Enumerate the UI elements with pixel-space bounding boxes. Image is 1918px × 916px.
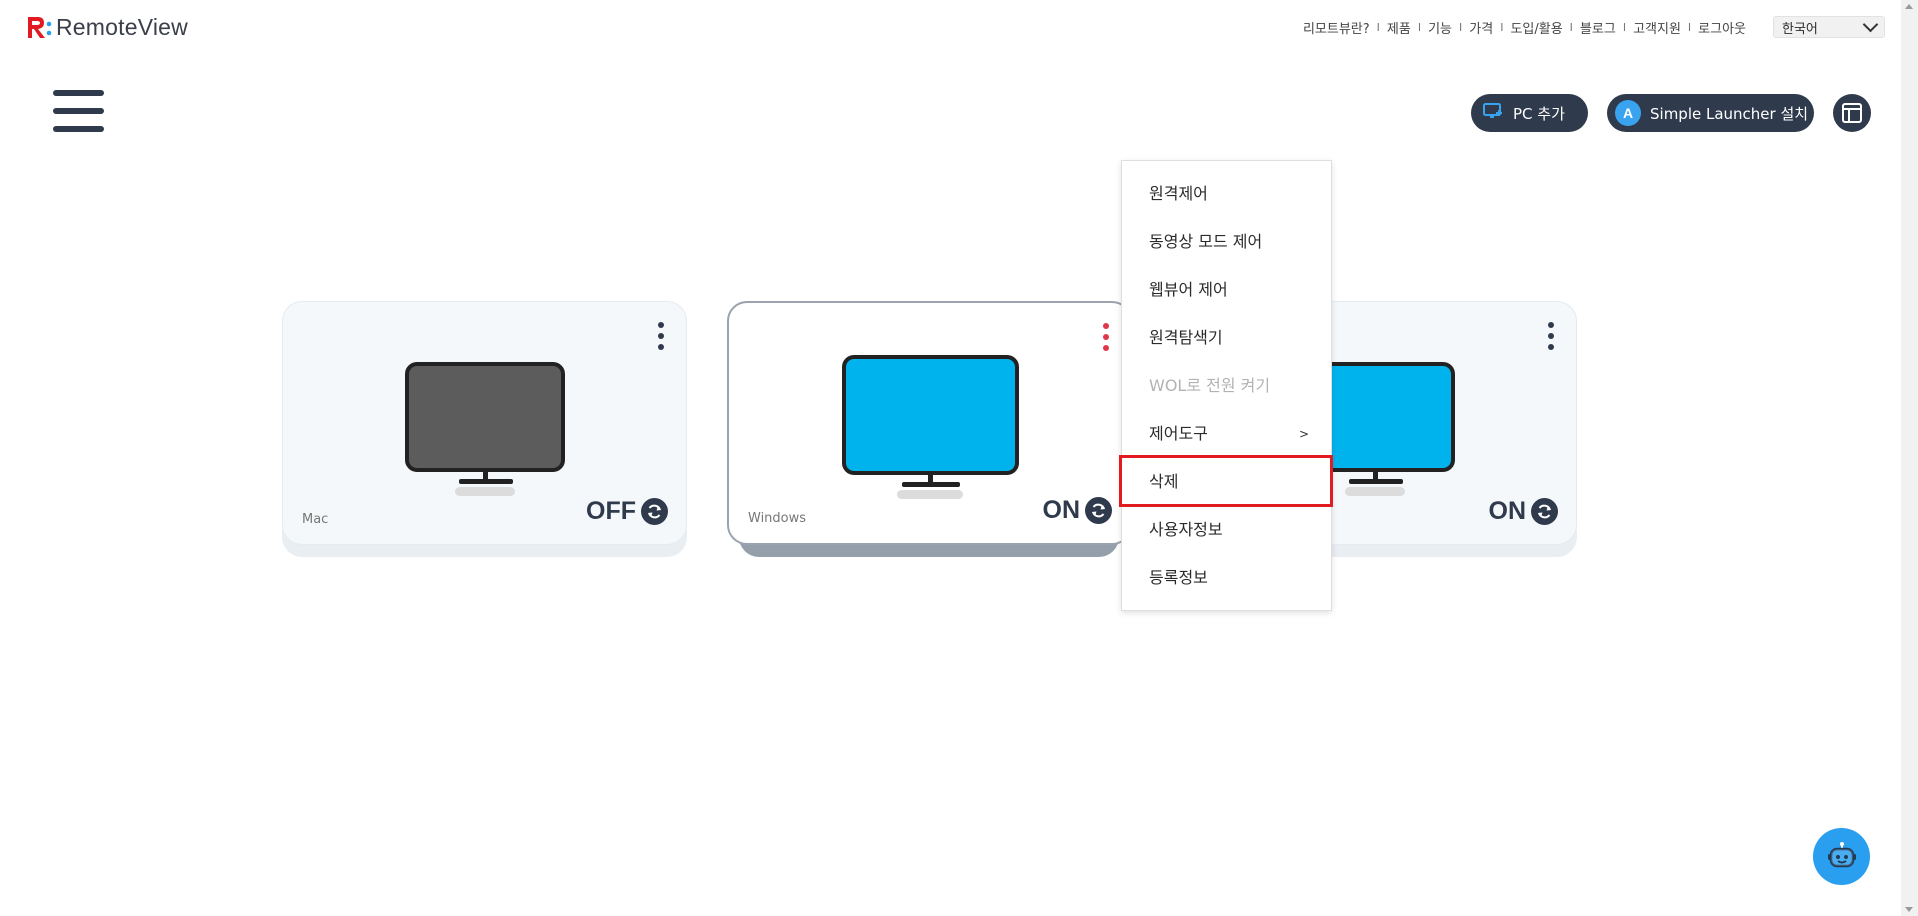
brand-name: RemoteView xyxy=(56,13,188,40)
launcher-badge-icon: A xyxy=(1615,100,1641,126)
os-label: Mac xyxy=(302,512,329,527)
status-indicator: ON xyxy=(1488,497,1558,526)
status-text: ON xyxy=(1488,497,1527,525)
menu-item-remote-control[interactable]: 원격제어 xyxy=(1149,184,1208,203)
nav-separator: I xyxy=(1687,21,1692,34)
language-select[interactable]: 한국어 xyxy=(1773,16,1885,38)
hamburger-menu-icon[interactable] xyxy=(53,90,104,132)
menu-item-control-tools[interactable]: 제어도구 xyxy=(1149,424,1208,443)
nav-support[interactable]: 고객지원 xyxy=(1633,22,1681,37)
status-text: ON xyxy=(1042,496,1081,524)
menu-item-webviewer-control[interactable]: 웹뷰어 제어 xyxy=(1149,280,1228,299)
nav-separator: I xyxy=(1622,21,1627,34)
menu-item-remote-explorer[interactable]: 원격탐색기 xyxy=(1149,328,1223,347)
menu-item-registration-info[interactable]: 등록정보 xyxy=(1149,568,1208,587)
menu-item-wol-power-on: WOL로 전원 켜기 xyxy=(1149,376,1271,395)
simple-launcher-label: Simple Launcher 설치 xyxy=(1650,104,1809,123)
kebab-vertical-icon[interactable] xyxy=(1103,323,1109,356)
status-indicator: OFF xyxy=(586,497,668,526)
kebab-vertical-icon[interactable] xyxy=(658,322,664,355)
nav-products[interactable]: 제품 xyxy=(1386,22,1411,37)
nav-separator: I xyxy=(1569,21,1573,34)
submenu-arrow-icon: > xyxy=(1298,427,1309,441)
menu-item-user-info[interactable]: 사용자정보 xyxy=(1149,520,1223,539)
scroll-down-icon[interactable] xyxy=(1905,907,1913,912)
nav-separator: I xyxy=(1500,21,1504,34)
layout-panel-icon[interactable] xyxy=(1833,94,1871,132)
add-pc-button[interactable]: PC 추가 xyxy=(1471,94,1588,132)
pc-card-windows[interactable]: Windows ON xyxy=(727,301,1132,545)
brand-logo[interactable]: RemoteView xyxy=(26,12,188,42)
highlight-box xyxy=(1119,455,1333,507)
sync-icon[interactable] xyxy=(641,498,668,525)
language-selected-value: 한국어 xyxy=(1782,21,1818,37)
scroll-up-icon[interactable] xyxy=(1905,4,1913,9)
status-indicator: ON xyxy=(1042,496,1112,525)
simple-launcher-install-button[interactable]: A Simple Launcher 설치 xyxy=(1607,94,1814,132)
nav-pricing[interactable]: 가격 xyxy=(1469,22,1494,37)
monitor-plus-icon xyxy=(1483,102,1503,124)
kebab-vertical-icon[interactable] xyxy=(1548,322,1554,355)
nav-separator: I xyxy=(1417,21,1422,34)
nav-separator: I xyxy=(1459,21,1463,34)
nav-logout[interactable]: 로그아웃 xyxy=(1698,22,1746,37)
menu-item-delete[interactable]: 삭제 xyxy=(1149,472,1179,491)
nav-features[interactable]: 기능 xyxy=(1428,22,1453,37)
menu-item-video-mode-control[interactable]: 동영상 모드 제어 xyxy=(1149,232,1263,251)
os-label: Windows xyxy=(748,511,807,526)
nav-blog[interactable]: 블로그 xyxy=(1579,22,1616,37)
sync-icon[interactable] xyxy=(1085,497,1112,524)
nav-separator: I xyxy=(1376,21,1380,34)
sync-icon[interactable] xyxy=(1531,498,1558,525)
pc-card-mac[interactable]: Mac OFF xyxy=(282,301,687,545)
add-pc-label: PC 추가 xyxy=(1513,104,1565,123)
chevron-down-icon xyxy=(1862,16,1879,33)
chatbot-robot-icon[interactable] xyxy=(1813,828,1870,885)
vertical-scrollbar[interactable] xyxy=(1901,0,1918,916)
nav-adoption[interactable]: 도입/활용 xyxy=(1510,22,1563,37)
remoteview-logo-icon xyxy=(26,14,52,40)
pc-context-menu: 원격제어 동영상 모드 제어 웹뷰어 제어 원격탐색기 WOL로 전원 켜기 제… xyxy=(1119,160,1333,611)
nav-about[interactable]: 리모트뷰란? xyxy=(1302,22,1370,37)
status-text: OFF xyxy=(586,497,636,525)
top-navigation: 리모트뷰란? I 제품 I 기능 I 가격 I 도입/활용 I 블로그 I 고객… xyxy=(1303,18,1746,37)
